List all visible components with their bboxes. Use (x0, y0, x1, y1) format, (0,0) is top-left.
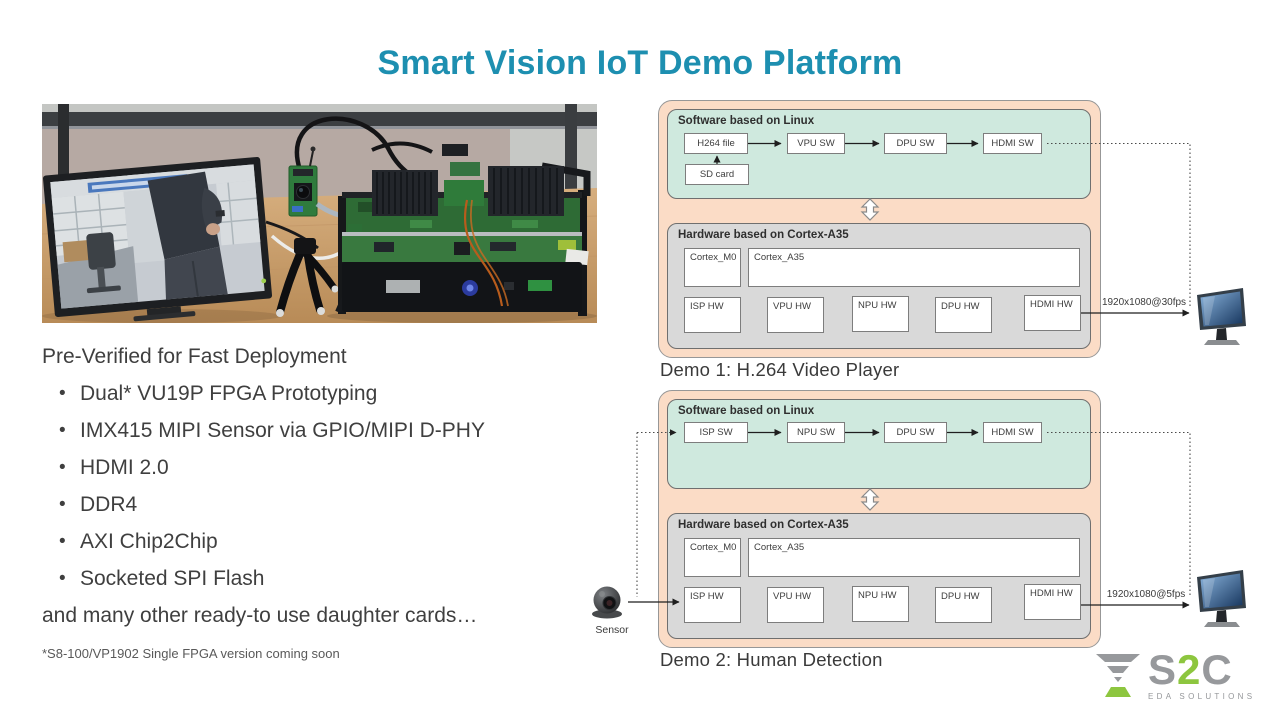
box-hdmi-hw: HDMI HW (1024, 295, 1081, 331)
demo1-software-section: Software based on Linux (667, 109, 1091, 199)
box-vpu-hw-2: VPU HW (767, 587, 824, 623)
s2c-logo: S2C EDA SOLUTIONS (1095, 646, 1256, 702)
demo1-caption: Demo 1: H.264 Video Player (660, 359, 900, 380)
demo2-software-section: Software based on Linux (667, 399, 1091, 489)
sensor-label: Sensor (595, 624, 629, 636)
box-cortex-a35-2: Cortex_A35 (748, 538, 1080, 577)
box-npu-sw: NPU SW (787, 422, 845, 443)
s2c-logo-tagline: EDA SOLUTIONS (1148, 692, 1256, 701)
feature-outro: and many other ready-to use daughter car… (42, 604, 478, 627)
box-npu-hw: NPU HW (852, 296, 909, 332)
feature-item: Dual* VU19P FPGA Prototyping (42, 375, 632, 412)
box-vpu-hw: VPU HW (767, 297, 824, 333)
demo2-output-label: 1920x1080@5fps (1106, 589, 1186, 600)
box-isp-hw-2: ISP HW (684, 587, 741, 623)
footnote: *S8-100/VP1902 Single FPGA version comin… (42, 646, 340, 661)
box-h264-file: H264 file (684, 133, 748, 154)
demo2-hardware-label: Hardware based on Cortex-A35 (678, 519, 849, 531)
demo1-output-label: 1920x1080@30fps (1101, 297, 1187, 308)
box-dpu-hw-2: DPU HW (935, 587, 992, 623)
page-title: Smart Vision IoT Demo Platform (377, 44, 903, 82)
box-isp-hw: ISP HW (684, 297, 741, 333)
feature-item: IMX415 MIPI Sensor via GPIO/MIPI D-PHY (42, 412, 632, 449)
box-cortex-a35: Cortex_A35 (748, 248, 1080, 287)
feature-block: Pre-Verified for Fast Deployment Dual* V… (42, 338, 632, 634)
box-dpu-sw2: DPU SW (884, 422, 947, 443)
box-cortex-m0: Cortex_M0 (684, 248, 741, 287)
feature-item: Socketed SPI Flash (42, 560, 632, 597)
feature-item: AXI Chip2Chip (42, 523, 632, 560)
feature-list: Dual* VU19P FPGA Prototyping IMX415 MIPI… (42, 375, 632, 597)
box-hdmi-hw-2: HDMI HW (1024, 584, 1081, 620)
hardware-photo (42, 104, 597, 323)
feature-item: HDMI 2.0 (42, 449, 632, 486)
box-dpu-sw: DPU SW (884, 133, 947, 154)
s2c-logo-text: S2C (1148, 646, 1233, 693)
box-dpu-hw: DPU HW (935, 297, 992, 333)
s2c-logo-mark (1096, 654, 1140, 697)
box-sd-card: SD card (685, 164, 749, 185)
feature-item: DDR4 (42, 486, 632, 523)
box-npu-hw-2: NPU HW (852, 586, 909, 622)
demo2-caption: Demo 2: Human Detection (660, 649, 883, 670)
monitor-icon (1197, 288, 1246, 345)
photo-fpga-platform (335, 141, 591, 316)
demo2-software-label: Software based on Linux (678, 405, 815, 417)
demo1-hardware-label: Hardware based on Cortex-A35 (678, 229, 849, 241)
box-hdmi-sw2: HDMI SW (983, 422, 1042, 443)
box-hdmi-sw: HDMI SW (983, 133, 1042, 154)
monitor-icon (1197, 570, 1246, 627)
photo-camera-tripod (276, 146, 362, 317)
demo1-software-label: Software based on Linux (678, 115, 815, 127)
box-isp-sw: ISP SW (684, 422, 748, 443)
features-heading: Pre-Verified for Fast Deployment (42, 345, 347, 368)
box-vpu-sw: VPU SW (787, 133, 845, 154)
box-cortex-m0-2: Cortex_M0 (684, 538, 741, 577)
photo-monitor (42, 156, 273, 322)
